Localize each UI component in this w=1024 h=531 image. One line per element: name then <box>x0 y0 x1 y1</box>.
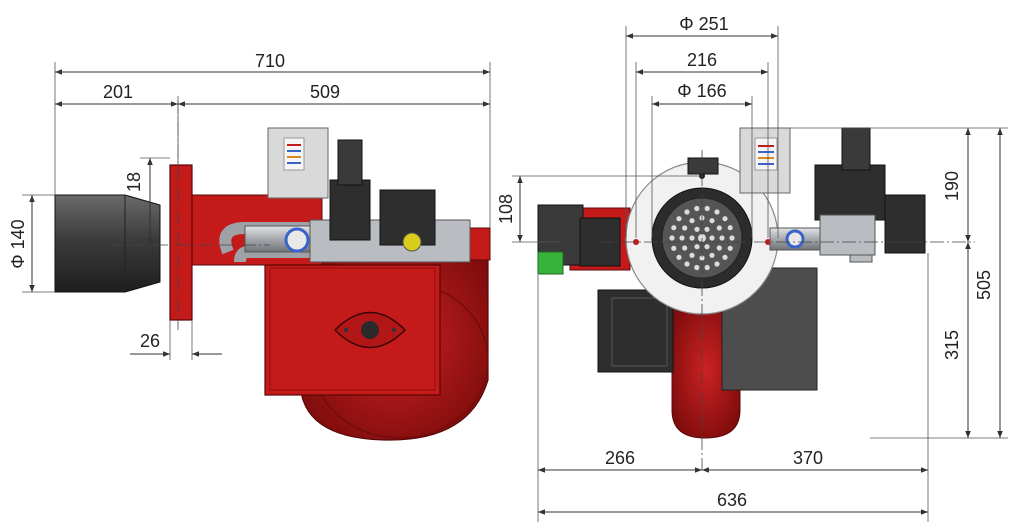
head-hole <box>671 225 677 231</box>
dim-front-right-width: 370 <box>793 448 823 468</box>
head-hole <box>704 205 710 212</box>
dim-side-rear-length: 201 <box>103 82 133 102</box>
head-hole <box>684 261 690 267</box>
side-yellow-plug <box>402 232 422 252</box>
dim-side-flange-thickness: 26 <box>140 331 160 351</box>
head-hole <box>682 225 688 231</box>
front-valve-block <box>814 164 886 221</box>
side-blast-tube <box>54 194 161 293</box>
head-hole <box>716 225 722 231</box>
head-hole <box>716 245 722 251</box>
dim-side-tube-diameter: Φ 140 <box>8 219 28 268</box>
dim-front-outer-diameter: Φ 251 <box>679 14 728 34</box>
head-hole <box>694 264 700 271</box>
side-view <box>54 100 491 441</box>
head-hole <box>676 216 682 222</box>
front-head-holes <box>669 205 735 271</box>
front-green-plug <box>537 251 564 275</box>
head-hole <box>704 226 710 232</box>
head-hole <box>682 245 688 251</box>
head-hole <box>694 205 700 212</box>
head-hole <box>729 235 735 241</box>
head-hole <box>714 209 720 215</box>
dim-front-axis-offset: 108 <box>496 194 516 224</box>
dim-side-flange-offset: 18 <box>124 172 144 192</box>
side-flange <box>169 164 193 321</box>
head-hole <box>727 225 733 231</box>
head-hole <box>709 235 715 241</box>
dim-front-top-height: 190 <box>942 171 962 201</box>
head-hole <box>714 261 720 267</box>
head-hole <box>722 254 728 260</box>
side-inspection-hole <box>361 321 379 339</box>
front-view <box>537 127 975 470</box>
front-view-dimensions: Φ 251 216 Φ 166 108 190 315 505 266 370 … <box>496 14 1008 522</box>
head-hole <box>684 209 690 215</box>
head-hole <box>699 255 705 261</box>
head-hole <box>709 252 715 258</box>
dim-front-bottom-height: 315 <box>942 330 962 360</box>
head-hole <box>676 254 682 260</box>
head-hole <box>679 235 685 241</box>
head-hole <box>709 218 715 224</box>
head-hole <box>694 226 700 232</box>
head-hole <box>669 235 675 241</box>
dim-front-total-height: 505 <box>974 270 994 300</box>
dim-side-front-length: 509 <box>310 82 340 102</box>
head-hole <box>689 235 695 241</box>
head-hole <box>719 235 725 241</box>
head-hole <box>671 245 677 251</box>
head-hole <box>689 252 695 258</box>
head-hole <box>727 245 733 251</box>
side-outlet <box>469 227 491 261</box>
side-view-dimensions: 710 201 509 18 Φ 140 26 <box>8 51 491 360</box>
dim-front-total-width: 636 <box>717 490 747 510</box>
head-hole <box>689 218 695 224</box>
dim-front-left-width: 266 <box>605 448 635 468</box>
head-hole <box>704 244 710 250</box>
head-hole <box>722 216 728 222</box>
front-motor <box>597 289 674 373</box>
dim-front-bolt-circle: 216 <box>687 50 717 70</box>
dim-side-total-length: 710 <box>255 51 285 71</box>
side-lower-box-face <box>269 267 436 391</box>
dim-front-inner-diameter: Φ 166 <box>677 81 726 101</box>
head-hole <box>704 264 710 271</box>
head-hole <box>694 244 700 250</box>
